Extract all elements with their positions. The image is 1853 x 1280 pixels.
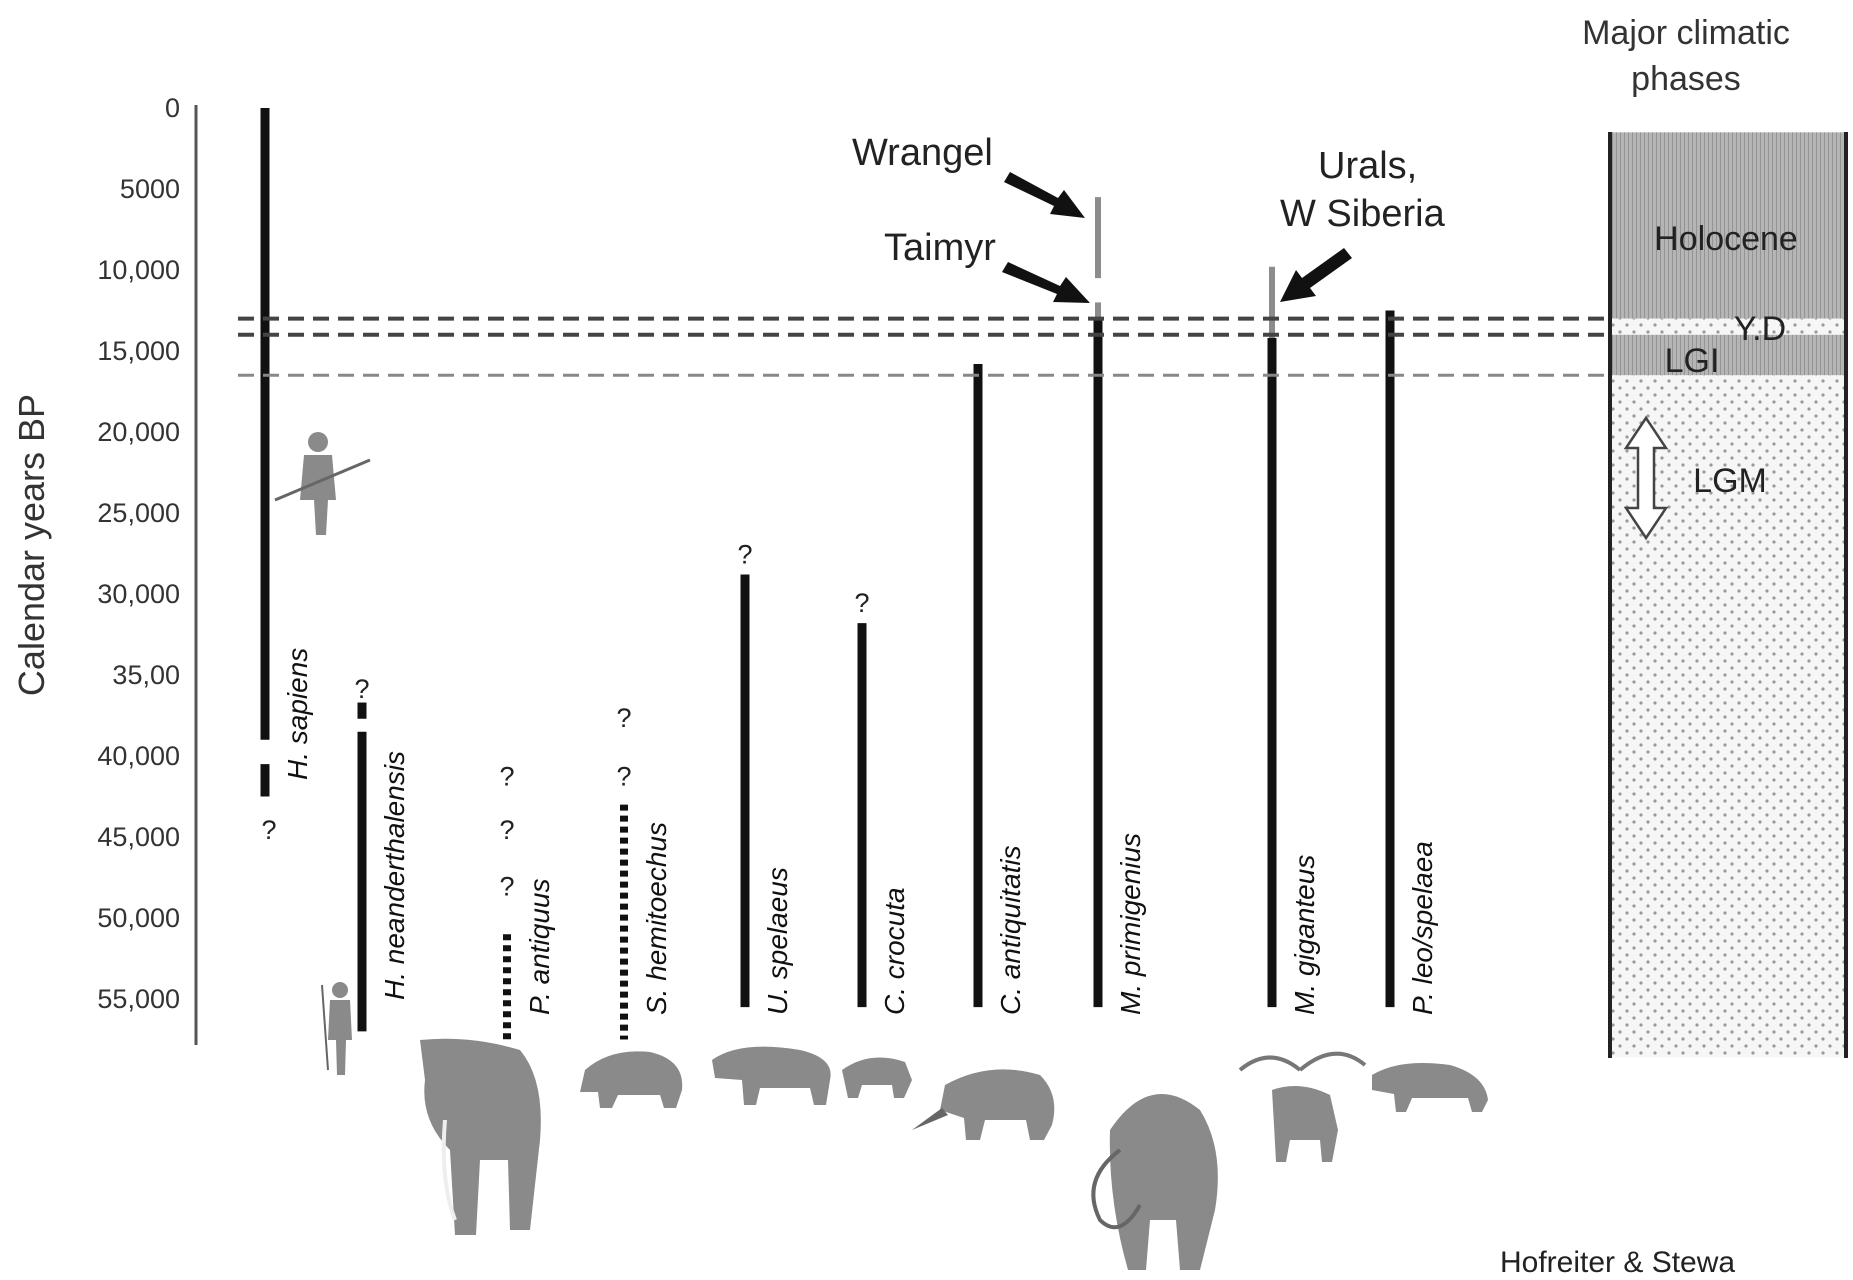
urals-arrow-icon bbox=[1280, 248, 1352, 302]
lgi-label: LGI bbox=[1665, 342, 1720, 380]
cave-lion-icon bbox=[1372, 1063, 1488, 1112]
cave-bear-icon bbox=[712, 1047, 831, 1105]
species-label: U. spelaeus bbox=[762, 867, 793, 1015]
y-tick-label: 45,000 bbox=[97, 822, 180, 852]
animal-silhouettes bbox=[275, 432, 1488, 1270]
y-tick-label: 30,000 bbox=[97, 579, 180, 609]
straight-tusked-elephant-icon bbox=[420, 1039, 541, 1235]
y-tick-label: 20,000 bbox=[97, 417, 180, 447]
holocene-label: Holocene bbox=[1654, 220, 1798, 258]
wrangel-label: Wrangel bbox=[852, 132, 993, 174]
hyena-icon bbox=[842, 1058, 912, 1099]
species-label: C. antiquitatis bbox=[995, 845, 1026, 1015]
urals-label-line1: Urals, bbox=[1318, 145, 1417, 187]
neanderthal-icon bbox=[322, 982, 352, 1075]
y-tick-label: 25,000 bbox=[97, 498, 180, 528]
species-label: P. leo/spelaea bbox=[1407, 841, 1438, 1015]
y-tick-label: 10,000 bbox=[97, 255, 180, 285]
lgm-label: LGM bbox=[1693, 462, 1767, 500]
rhinoceros-icon bbox=[580, 1051, 682, 1108]
uncertainty-question-mark: ? bbox=[499, 872, 514, 902]
species-label: S. hemitoechus bbox=[641, 822, 672, 1015]
taimyr-label: Taimyr bbox=[884, 227, 996, 269]
y-axis-title: Calendar years BP bbox=[11, 394, 52, 696]
human-hunter-icon bbox=[275, 432, 370, 535]
uncertainty-question-mark: ? bbox=[499, 761, 514, 791]
species-label: H. neanderthalensis bbox=[379, 751, 410, 1000]
species-label: M. primigenius bbox=[1115, 833, 1146, 1015]
urals-label-line2: W Siberia bbox=[1280, 193, 1446, 235]
species-label: H. sapiens bbox=[282, 648, 313, 780]
species-label: P. antiquus bbox=[524, 879, 555, 1016]
climatic-phases-panel: Major climatic phases Holocene Y.D LGI L… bbox=[1582, 14, 1846, 1058]
uncertainty-question-mark: ? bbox=[261, 815, 276, 845]
lgi-band bbox=[1610, 335, 1846, 376]
reference-lines bbox=[238, 319, 1610, 376]
younger-dryas-band bbox=[1610, 319, 1846, 335]
climatic-title-line2: phases bbox=[1631, 60, 1741, 98]
woolly-rhino-icon bbox=[912, 1069, 1054, 1140]
y-tick-label: 40,000 bbox=[97, 741, 180, 771]
climatic-title-line1: Major climatic bbox=[1582, 14, 1790, 52]
annotation-taimyr: Taimyr bbox=[884, 227, 1090, 303]
species-label: M. giganteus bbox=[1289, 855, 1320, 1015]
y-tick-label: 5000 bbox=[120, 174, 180, 204]
taimyr-arrow-icon bbox=[1002, 262, 1090, 303]
y-tick-label: 50,000 bbox=[97, 903, 180, 933]
uncertainty-question-mark: ? bbox=[616, 761, 631, 791]
y-tick-label: 35,00 bbox=[112, 660, 180, 690]
uncertainty-question-mark: ? bbox=[499, 815, 514, 845]
species-label: C. crocuta bbox=[879, 887, 910, 1015]
annotation-wrangel: Wrangel bbox=[852, 132, 1085, 218]
species-bars: ? H. sapiens? H. neanderthalensis??? P. ant… bbox=[261, 108, 1438, 1040]
uncertainty-question-mark: ? bbox=[854, 588, 869, 618]
woolly-mammoth-icon bbox=[1093, 1094, 1218, 1270]
uncertainty-question-mark: ? bbox=[354, 674, 369, 704]
y-tick-label: 55,000 bbox=[97, 984, 180, 1014]
wrangel-arrow-icon bbox=[1004, 172, 1085, 218]
annotation-urals: Urals, W Siberia bbox=[1280, 145, 1446, 302]
uncertainty-question-mark: ? bbox=[737, 540, 752, 570]
y-tick-label: 0 bbox=[165, 93, 180, 123]
uncertainty-question-mark: ? bbox=[616, 703, 631, 733]
y-tick-label: 15,000 bbox=[97, 336, 180, 366]
giant-deer-icon bbox=[1240, 1054, 1365, 1162]
y-ticks: 0 5000 10,000 15,000 20,000 25,000 30,000 35,00… bbox=[97, 93, 180, 1014]
yd-label: Y.D bbox=[1734, 310, 1786, 348]
